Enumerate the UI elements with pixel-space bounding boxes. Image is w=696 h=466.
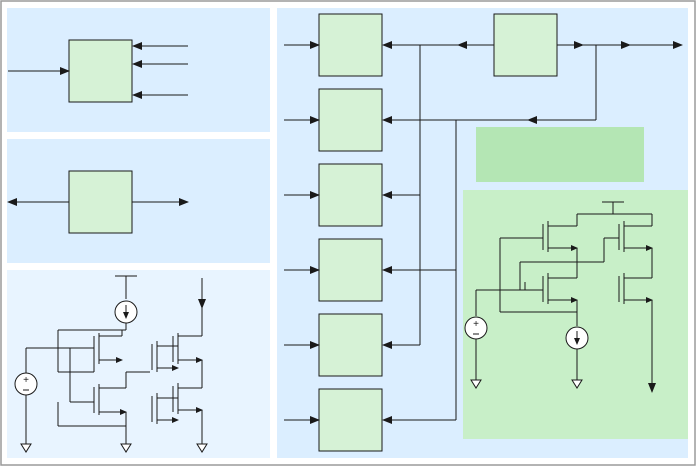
block-b <box>68 170 133 234</box>
bus-block-1 <box>318 13 383 77</box>
left-input-arrows <box>284 41 320 424</box>
block-column <box>318 13 383 452</box>
green-subpanel <box>463 190 688 439</box>
mosfet-icon <box>618 221 653 252</box>
bus-block-4 <box>318 238 383 302</box>
mosfet-icon <box>542 273 578 304</box>
current-source-icon <box>565 326 589 350</box>
ground-icon <box>120 443 132 453</box>
panel-bottom-left: + <box>7 270 270 458</box>
mosfet-icon <box>93 384 127 415</box>
panel-right: + <box>277 8 688 458</box>
mosfet-icon <box>172 383 203 414</box>
highlight-box <box>476 127 644 182</box>
svg-text:+: + <box>473 319 479 330</box>
mosfet-icon <box>172 333 203 364</box>
mosfet-icon <box>151 341 179 372</box>
ground-icon <box>196 443 208 453</box>
mosfet-icon <box>618 273 653 304</box>
mosfet-icon <box>151 393 179 424</box>
voltage-source-icon: + <box>464 316 488 340</box>
panel-top-left <box>7 8 270 132</box>
block-top-right <box>493 13 558 77</box>
current-source-icon <box>114 300 138 324</box>
ground-icon <box>470 379 482 389</box>
svg-text:+: + <box>23 375 29 386</box>
bus-block-5 <box>318 313 383 377</box>
block-a <box>68 39 133 103</box>
bus-wiring <box>382 41 683 424</box>
mosfet-icon <box>542 221 578 252</box>
bus-block-3 <box>318 163 383 227</box>
mosfet-icon <box>93 333 123 364</box>
bus-block-2 <box>318 88 383 152</box>
ground-icon <box>571 379 583 389</box>
bus-block-6 <box>318 388 383 452</box>
ground-icon <box>20 443 32 453</box>
panel-middle-left <box>7 139 270 263</box>
subpanel-circuit: + <box>464 201 656 393</box>
voltage-source-icon: + <box>14 372 38 396</box>
